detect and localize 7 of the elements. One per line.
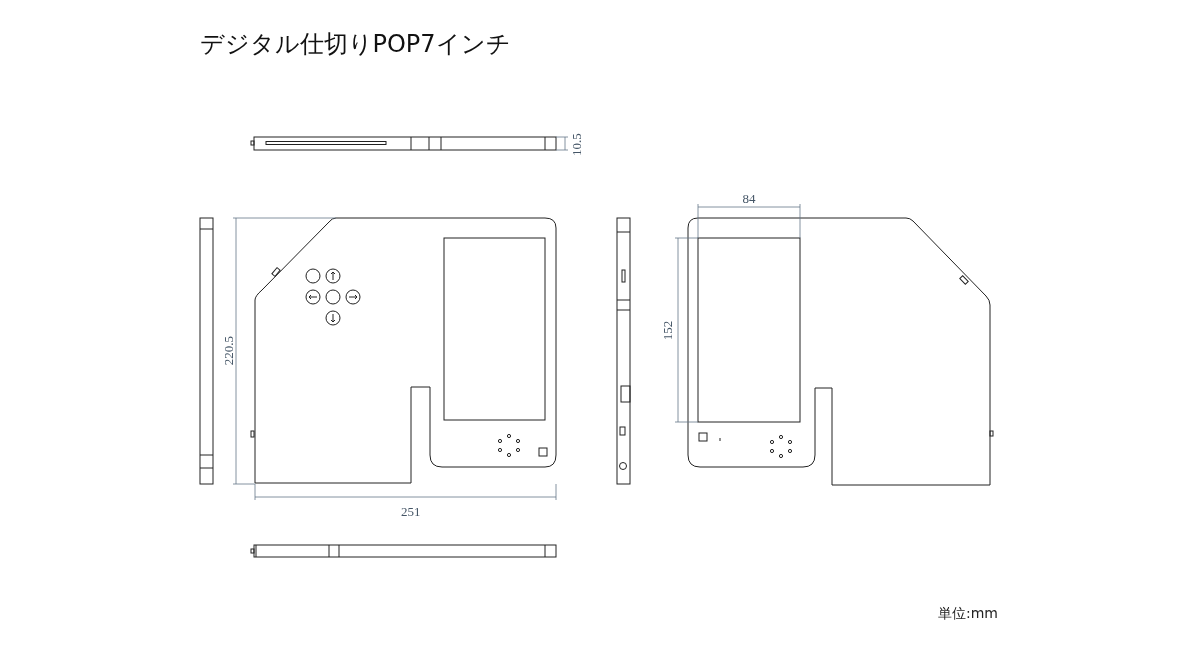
dimension-label: 251	[401, 504, 421, 518]
dimension-label: 84	[742, 191, 756, 205]
dimension-label: 10.5	[569, 132, 583, 156]
dimension-label: 220.5	[221, 335, 235, 365]
unit-note: 単位:mm	[938, 606, 998, 620]
title: デジタル仕切りPOP7インチ	[199, 32, 511, 56]
dimension-label: 152	[661, 320, 675, 340]
